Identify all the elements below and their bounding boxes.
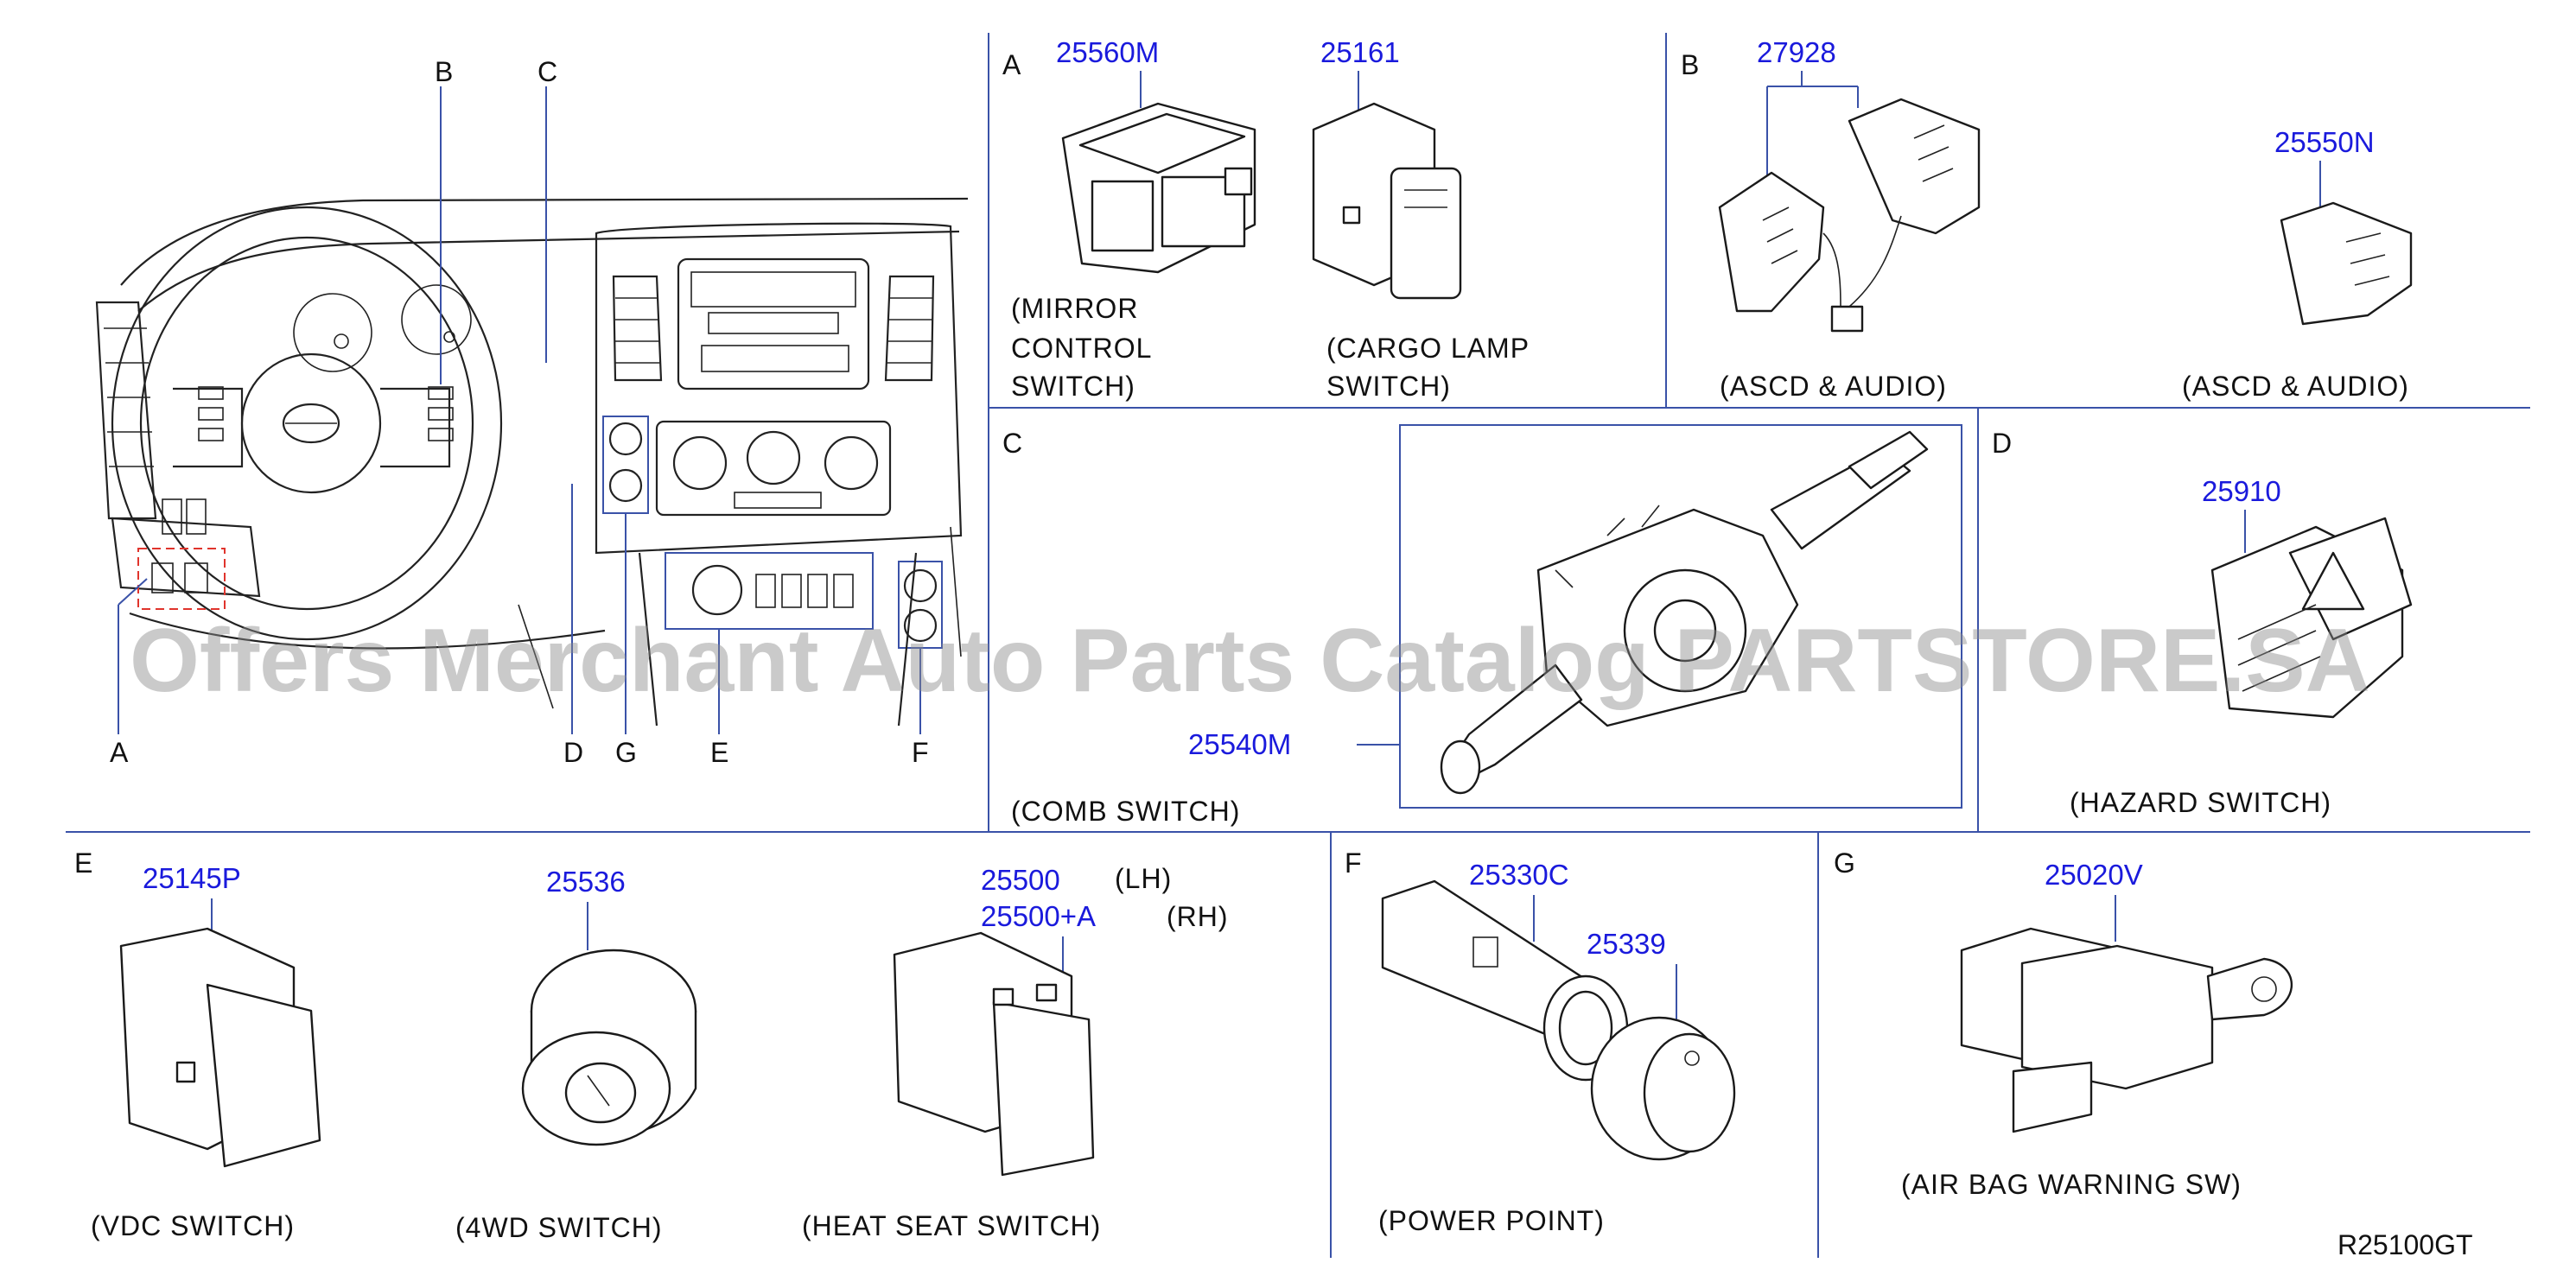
mirror-control-switch-illustration xyxy=(1061,102,1256,274)
section-letter-d: D xyxy=(1992,428,2012,459)
air-bag-warning-switch-illustration xyxy=(1960,927,2293,1133)
caption-25536: (4WD SWITCH) xyxy=(455,1212,663,1243)
callout-e: E xyxy=(710,737,728,768)
section-e: E 25145P (VDC SWITCH) 25536 (4WD SWITCH)… xyxy=(74,847,1229,1243)
section-letter-c: C xyxy=(1002,428,1022,459)
caption-27928: (ASCD & AUDIO) xyxy=(1720,371,1947,402)
part-number-25560m[interactable]: 25560M xyxy=(1056,36,1159,68)
ascd-audio-switch-single-illustration xyxy=(2280,201,2413,326)
part-number-27928[interactable]: 27928 xyxy=(1757,36,1836,68)
ascd-audio-switch-pair-illustration xyxy=(1718,98,1981,333)
power-point-socket-illustration xyxy=(1381,879,1629,1082)
section-g: G 25020V (AIR BAG WARNING SW) xyxy=(1834,847,2293,1200)
callout-f: F xyxy=(912,737,929,768)
callout-c: C xyxy=(537,56,557,87)
caption-25020v: (AIR BAG WARNING SW) xyxy=(1901,1169,2242,1200)
part-number-25330c[interactable]: 25330C xyxy=(1469,859,1569,891)
callout-a: A xyxy=(110,737,129,768)
part-number-25145p[interactable]: 25145P xyxy=(143,862,241,894)
caption-25161-line1: (CARGO LAMP xyxy=(1326,333,1530,364)
section-d: D 25910 (HAZARD SWITCH) xyxy=(1992,428,2413,818)
4wd-switch-illustration xyxy=(521,949,697,1146)
highlight-box-a xyxy=(137,548,226,610)
panel-dividers xyxy=(66,33,2530,1258)
part-number-25536[interactable]: 25536 xyxy=(546,866,626,898)
part-number-25540m[interactable]: 25540M xyxy=(1188,728,1291,760)
cargo-lamp-switch-illustration xyxy=(1312,102,1462,300)
callout-g: G xyxy=(615,737,637,768)
vdc-switch-illustration xyxy=(119,927,321,1168)
part-number-25161[interactable]: 25161 xyxy=(1320,36,1400,68)
section-b: B 27928 (ASCD & AUDIO) 25550N (ASCD & AU… xyxy=(1681,36,2413,402)
dashboard-overview xyxy=(95,86,969,734)
caption-25550n: (ASCD & AUDIO) xyxy=(2182,371,2409,402)
watermark: Offers Merchant Auto Parts Catalog PARTS… xyxy=(130,611,2370,711)
power-point-cap-illustration xyxy=(1590,1016,1736,1161)
comb-switch-illustration xyxy=(1440,430,1929,795)
part-number-25339[interactable]: 25339 xyxy=(1587,928,1666,960)
side-rh: (RH) xyxy=(1167,901,1229,932)
section-letter-a: A xyxy=(1002,49,1021,80)
caption-25540m: (COMB SWITCH) xyxy=(1011,796,1240,827)
part-number-25020v[interactable]: 25020V xyxy=(2045,859,2143,891)
caption-25161-line2: SWITCH) xyxy=(1326,371,1451,402)
caption-25560m-line3: SWITCH) xyxy=(1011,371,1135,402)
side-lh: (LH) xyxy=(1115,863,1172,894)
section-letter-f: F xyxy=(1345,847,1362,879)
section-a: A 25560M (MIRROR CONTROL SWITCH) 25161 (… xyxy=(1002,36,1530,402)
caption-25910: (HAZARD SWITCH) xyxy=(2070,787,2331,818)
caption-25560m-line1: (MIRROR xyxy=(1011,293,1138,324)
caption-25560m-line2: CONTROL xyxy=(1011,333,1152,364)
caption-25500: (HEAT SEAT SWITCH) xyxy=(802,1210,1101,1241)
section-letter-g: G xyxy=(1834,847,1855,879)
section-c: C 25540M (COMB SWITCH) xyxy=(1002,424,1962,827)
caption-25145p: (VDC SWITCH) xyxy=(91,1210,295,1241)
heat-seat-switch-illustration xyxy=(893,931,1095,1177)
section-f: F 25330C 25339 (POWER POINT) xyxy=(1345,847,1736,1236)
part-number-25500[interactable]: 25500 xyxy=(981,864,1060,896)
part-number-25500-a[interactable]: 25500+A xyxy=(981,900,1096,932)
section-letter-b: B xyxy=(1681,49,1699,80)
part-number-25550n[interactable]: 25550N xyxy=(2274,126,2375,158)
callout-b: B xyxy=(435,56,453,87)
section-letter-e: E xyxy=(74,847,92,879)
part-number-25910[interactable]: 25910 xyxy=(2202,475,2281,507)
diagram-code: R25100GT xyxy=(2337,1229,2473,1260)
hazard-switch-illustration xyxy=(2210,517,2413,719)
callout-d: D xyxy=(563,737,583,768)
overview-callouts: B C A D G E F xyxy=(110,56,929,768)
caption-power-point: (POWER POINT) xyxy=(1378,1205,1605,1236)
